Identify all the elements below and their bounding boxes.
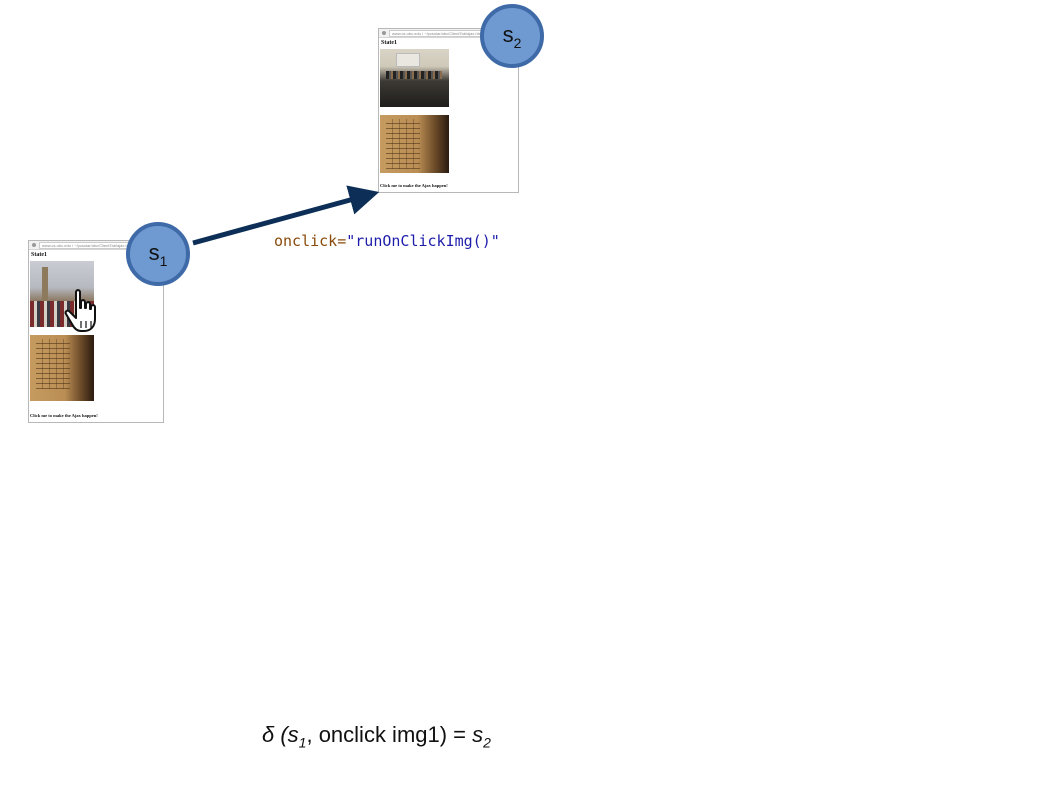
browser-icon xyxy=(32,243,36,247)
edge-label: onclick="runOnClickImg()" xyxy=(274,232,500,250)
transition-formula: δ (s1, onclick img1) = s2 xyxy=(262,722,491,750)
node-s1-label: s1 xyxy=(148,239,168,269)
formula-delta: δ ( xyxy=(262,722,288,747)
edge-label-value: "runOnClickImg()" xyxy=(346,232,500,250)
page-heading: State1 xyxy=(31,252,47,258)
arrow-icon xyxy=(192,185,380,246)
node-s2-label: s2 xyxy=(502,21,522,51)
ajax-caption: Click me to make the Ajax happen! xyxy=(380,183,448,188)
edge-label-op: = xyxy=(337,232,347,250)
formula-middle: , onclick img1) = xyxy=(306,722,473,747)
sheet-photo xyxy=(30,335,94,401)
formula-s2: s2 xyxy=(472,722,491,751)
state-node-s2: s2 xyxy=(480,4,544,68)
state-node-s1: s1 xyxy=(126,222,190,286)
state1-screenshot: www.cs.ubc.edu / ~/pcsolar/ubc/ClientTab… xyxy=(28,240,164,423)
page-heading: State1 xyxy=(381,40,397,46)
browser-icon xyxy=(382,31,386,35)
edge-label-attr: onclick xyxy=(274,232,338,250)
hand-pointer-icon xyxy=(64,289,96,332)
classroom-photo xyxy=(380,49,449,107)
ajax-caption: Click me to make the Ajax happen! xyxy=(30,413,98,418)
formula-s1: s1 xyxy=(287,722,307,751)
sheet-photo xyxy=(380,115,449,173)
